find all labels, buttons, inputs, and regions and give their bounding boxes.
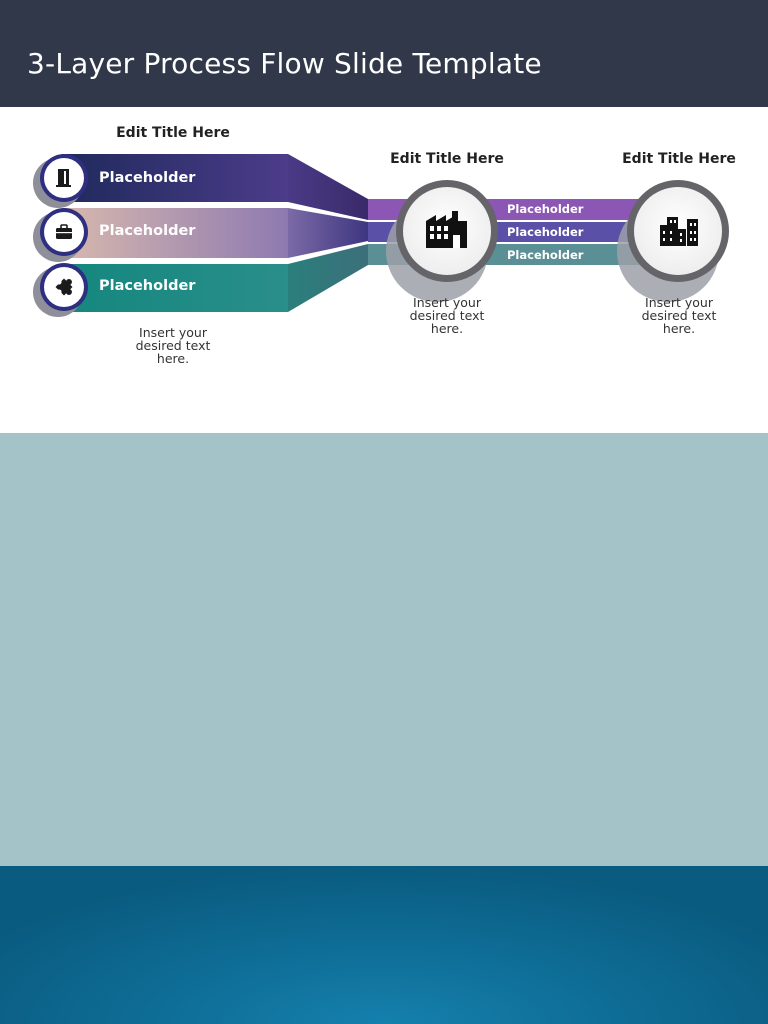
flow-label-1: Placeholder — [507, 202, 584, 216]
taper-connector-3 — [288, 244, 368, 312]
layer-label-3: Placeholder — [99, 278, 196, 294]
flow-label-2: Placeholder — [507, 225, 584, 239]
taper-connector-1 — [288, 154, 368, 220]
right-stage-title: Edit Title Here — [622, 151, 736, 167]
layer-bar-3 — [62, 264, 288, 312]
puzzle-icon — [55, 278, 73, 296]
right-stage-description: Insert your desired text here. — [619, 296, 739, 335]
description-line: Insert your — [139, 325, 207, 340]
layer-icon-circle-3 — [33, 263, 88, 317]
door-icon — [56, 169, 71, 187]
description-line: here. — [662, 321, 696, 336]
layer-label-2: Placeholder — [99, 223, 196, 239]
header-bar: 3-Layer Process Flow Slide Template — [0, 0, 768, 107]
middle-stage-description: Insert your desired text here. — [387, 296, 507, 335]
middle-stage-title: Edit Title Here — [390, 151, 504, 167]
left-stage-title: Edit Title Here — [116, 125, 230, 141]
description-line: here. — [430, 321, 464, 336]
description-line: here. — [156, 351, 190, 366]
slide-canvas: Edit Title Here Edit Title Here Edit Tit… — [0, 107, 768, 433]
process-flow-diagram — [33, 154, 729, 317]
description-line: desired text — [135, 338, 211, 353]
layer-icon-circle-2 — [33, 208, 88, 262]
factory-icon — [426, 211, 467, 248]
layer-bar-1 — [62, 154, 288, 202]
briefcase-icon — [56, 224, 72, 239]
layer-bar-2 — [62, 208, 288, 258]
middle-stage-circle — [386, 180, 498, 302]
background-band-bottom — [0, 866, 768, 1024]
description-line: Insert your — [413, 295, 481, 310]
description-line: desired text — [409, 308, 485, 323]
background-band-middle — [0, 433, 768, 866]
buildings-icon — [660, 217, 698, 246]
taper-connector-2 — [288, 208, 368, 258]
layer-icon-circle-1 — [33, 154, 88, 208]
flow-label-3: Placeholder — [507, 248, 584, 262]
description-line: Insert your — [645, 295, 713, 310]
slide-title: 3-Layer Process Flow Slide Template — [27, 47, 542, 80]
description-line: desired text — [641, 308, 717, 323]
right-stage-circle — [617, 180, 729, 302]
left-stage-description: Insert your desired text here. — [113, 326, 233, 365]
layer-label-1: Placeholder — [99, 170, 196, 186]
